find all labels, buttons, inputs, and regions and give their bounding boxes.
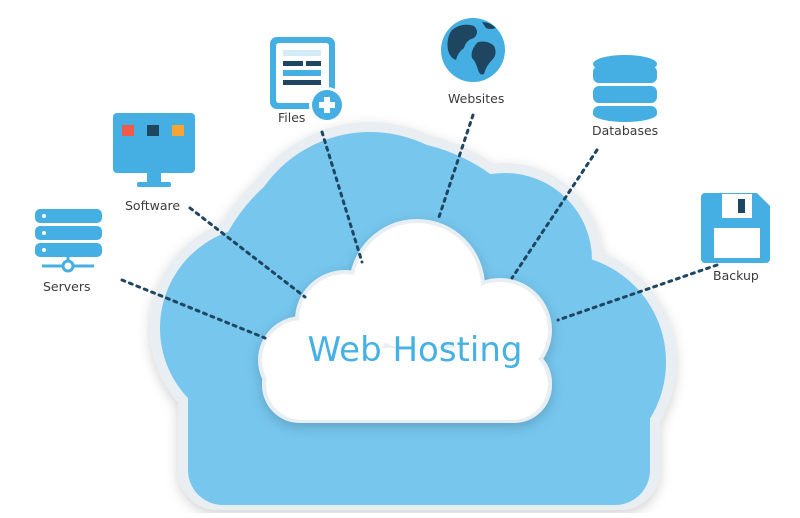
label-software: Software: [125, 198, 181, 213]
servers-icon: [35, 209, 102, 273]
monitor-icon: [113, 113, 195, 187]
globe-icon: [441, 18, 505, 82]
connector-servers: [120, 278, 267, 340]
label-servers: Servers: [43, 279, 91, 294]
connector-backup: [556, 263, 719, 322]
document-add-icon: [270, 37, 345, 123]
connector-databases: [510, 148, 599, 280]
label-files: Files: [278, 110, 306, 125]
label-databases: Databases: [592, 123, 659, 138]
connector-software: [188, 206, 307, 299]
label-backup: Backup: [713, 268, 759, 283]
database-icon: [593, 55, 657, 122]
floppy-disk-icon: [701, 193, 770, 263]
connector-files: [320, 130, 364, 264]
inner-cloud: [258, 219, 552, 423]
label-websites: Websites: [448, 91, 505, 106]
connector-websites: [436, 113, 475, 222]
center-title: Web Hosting: [307, 330, 523, 370]
